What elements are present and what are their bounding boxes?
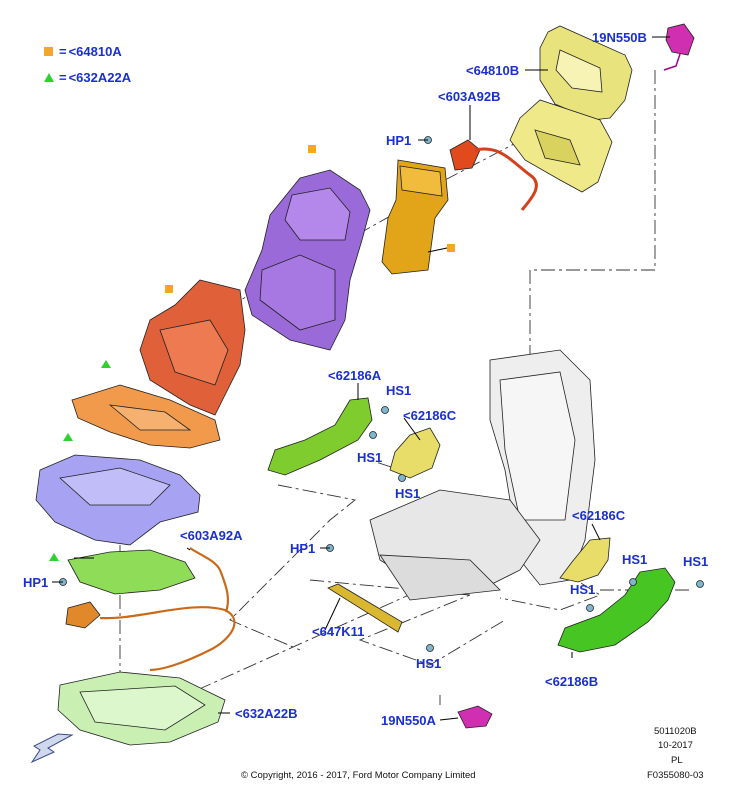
label-603a92a: <603A92A bbox=[180, 528, 243, 543]
label-hp1-top: HP1 bbox=[386, 133, 411, 148]
harness-603a92b bbox=[449, 139, 538, 211]
module-19n550b bbox=[663, 23, 695, 71]
screw-hs1-b bbox=[369, 431, 377, 439]
bracket-647k11 bbox=[327, 583, 403, 633]
label-hp1-left: HP1 bbox=[23, 575, 48, 590]
back-panel bbox=[381, 159, 449, 275]
marker-square-icon bbox=[308, 145, 316, 153]
backrest-frame-upper bbox=[509, 25, 633, 193]
label-hs1-g: HS1 bbox=[416, 656, 441, 671]
footer: © Copyright, 2016 - 2017, Ford Motor Com… bbox=[241, 726, 704, 781]
fasteners bbox=[59, 136, 704, 652]
module-19n550a bbox=[457, 705, 493, 729]
leader-lines bbox=[52, 36, 670, 721]
label-hs1-e: HS1 bbox=[570, 582, 595, 597]
screw-hs1-c bbox=[398, 474, 406, 482]
label-hs1-b: HS1 bbox=[357, 450, 382, 465]
screw-hs1-e bbox=[586, 604, 594, 612]
side-shield-62186b bbox=[557, 567, 676, 653]
label-hs1-f: HS1 bbox=[683, 554, 708, 569]
label-603a92b: <603A92B bbox=[438, 89, 501, 104]
screw-hs1-d bbox=[629, 578, 637, 586]
legend-equals: = bbox=[59, 69, 67, 85]
label-62186c-right: <62186C bbox=[572, 508, 626, 523]
label-hp1-mid: HP1 bbox=[290, 541, 315, 556]
legend-part-632a22a: <632A22A bbox=[68, 69, 132, 85]
green-triangle-icon bbox=[44, 72, 54, 82]
label-62186a: <62186A bbox=[328, 368, 382, 383]
orange-square-icon bbox=[44, 46, 53, 56]
cushion-green-mat bbox=[67, 549, 196, 595]
part-markers bbox=[49, 145, 455, 561]
marker-square-icon bbox=[447, 244, 455, 252]
marker-triangle-icon bbox=[101, 360, 111, 368]
legend-row-square: = <64810A bbox=[44, 38, 131, 64]
label-19n550b: 19N550B bbox=[592, 30, 647, 45]
label-647k11: <647K11 bbox=[312, 624, 364, 639]
marker-square-icon bbox=[165, 285, 173, 293]
harness-603a92a bbox=[65, 547, 236, 672]
cushion-heater-mat bbox=[71, 384, 221, 449]
trim-62186c-top bbox=[389, 427, 441, 479]
screw-hs1-f bbox=[696, 580, 704, 588]
marker-triangle-icon bbox=[63, 433, 73, 441]
footer-code: 5011020B bbox=[654, 726, 697, 737]
footer-copyright: © Copyright, 2016 - 2017, Ford Motor Com… bbox=[241, 770, 476, 781]
seat-cushion bbox=[35, 454, 201, 546]
backrest-cover bbox=[139, 279, 246, 416]
label-64810b: <64810B bbox=[466, 63, 519, 78]
footer-date: 10-2017 bbox=[658, 740, 693, 751]
footer-figure: F0355080-03 bbox=[647, 770, 704, 781]
label-62186c-top: <62186C bbox=[403, 408, 457, 423]
screw-hs1-a bbox=[381, 406, 389, 414]
side-shield-62186a bbox=[267, 397, 373, 476]
front-direction-arrow-icon bbox=[30, 733, 74, 764]
footer-lang: PL bbox=[671, 755, 683, 766]
trim-62186c-right bbox=[559, 537, 611, 583]
callout-labels: 19N550B <64810B <603A92B HP1 <62186A HS1… bbox=[23, 30, 708, 728]
legend-part-64810a: <64810A bbox=[68, 43, 122, 59]
label-hs1-d: HS1 bbox=[622, 552, 647, 567]
label-19n550a: 19N550A bbox=[381, 713, 437, 728]
seat-pan-frame bbox=[57, 671, 226, 746]
label-62186b: <62186B bbox=[545, 674, 598, 689]
label-hs1-a: HS1 bbox=[386, 383, 411, 398]
legend-equals: = bbox=[59, 43, 67, 59]
label-hs1-c: HS1 bbox=[395, 486, 420, 501]
screw-hs1-g bbox=[426, 644, 434, 652]
backrest-pad bbox=[244, 169, 371, 351]
label-632a22b: <632A22B bbox=[235, 706, 298, 721]
legend-row-triangle: = <632A22A bbox=[44, 64, 131, 90]
marker-triangle-icon bbox=[49, 553, 59, 561]
seat-assembly bbox=[369, 349, 596, 601]
legend: = <64810A = <632A22A bbox=[44, 38, 131, 90]
